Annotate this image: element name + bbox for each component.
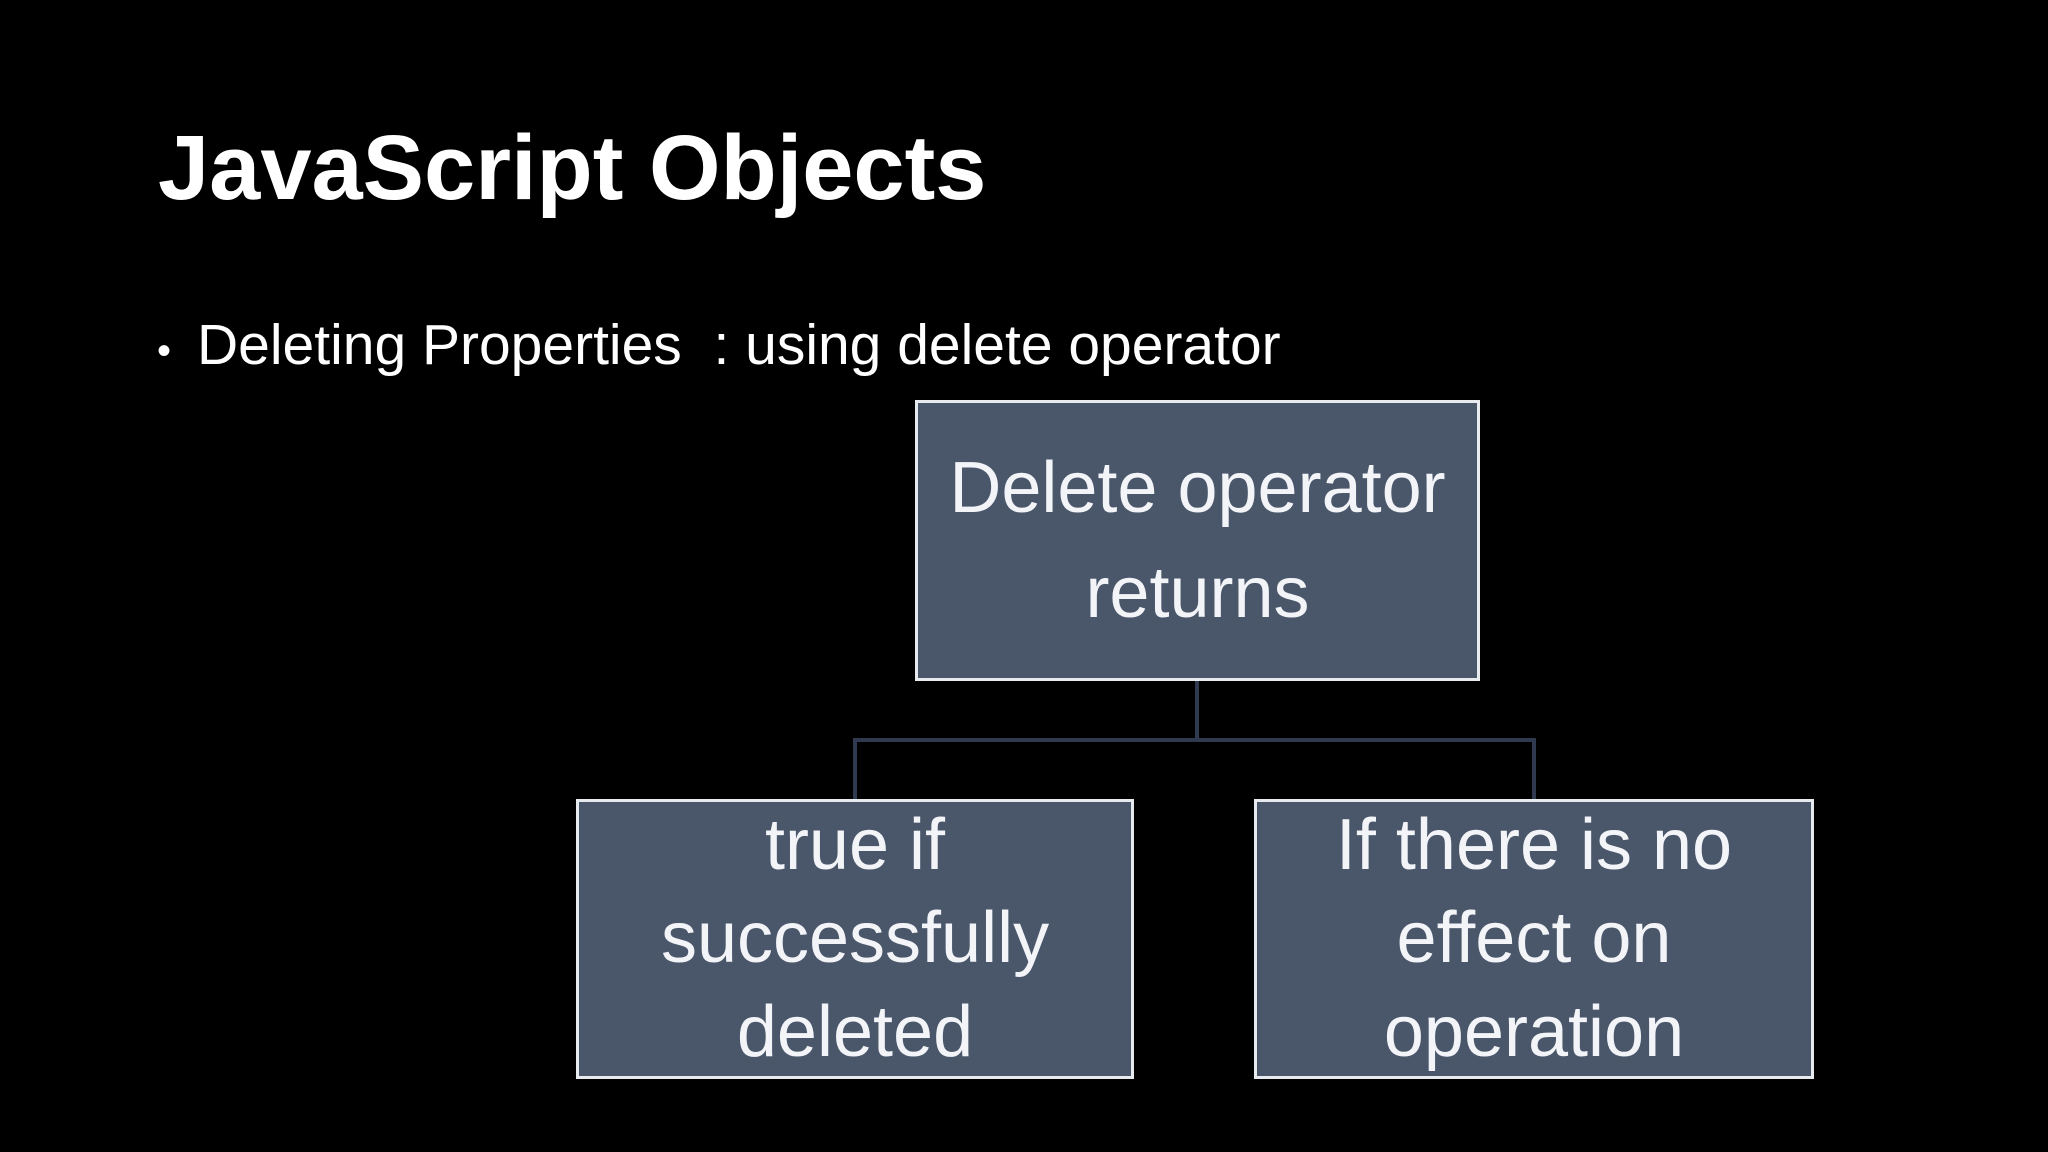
connector-crossbar bbox=[853, 738, 1536, 742]
node-text-line: deleted bbox=[736, 991, 974, 1072]
node-child-right: If there is no effect on operation bbox=[1254, 799, 1814, 1079]
node-child-left: true if successfully deleted bbox=[576, 799, 1134, 1079]
node-text-line: successfully bbox=[660, 898, 1050, 979]
node-root: Delete operator returns bbox=[915, 400, 1480, 681]
bullet-list-item: • Deleting Properties : using delete ope… bbox=[157, 313, 1281, 379]
node-text-line: effect on bbox=[1396, 898, 1672, 979]
node-text-line: returns bbox=[1085, 552, 1310, 633]
connector-drop-right bbox=[1532, 738, 1536, 799]
connector-drop-left bbox=[853, 738, 857, 799]
slide-title: JavaScript Objects bbox=[158, 117, 987, 219]
node-text-line: operation bbox=[1383, 991, 1685, 1072]
node-text-line: If there is no bbox=[1335, 804, 1733, 885]
bullet-text: Deleting Properties : using delete opera… bbox=[197, 313, 1281, 377]
node-text-line: true if bbox=[764, 804, 946, 885]
bullet-marker: • bbox=[157, 329, 172, 373]
connector-stem bbox=[1195, 681, 1199, 741]
node-text-line: Delete operator bbox=[949, 448, 1446, 529]
